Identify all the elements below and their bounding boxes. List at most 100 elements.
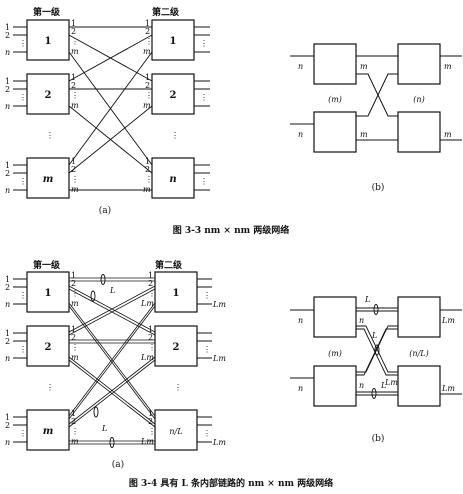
fig34-panel-b: L L L n n n n Lm Lm Lm (m) (n/L) (b) — [290, 295, 462, 444]
fig33a-stage2-title: 第二级 — [152, 6, 180, 18]
svg-text:2: 2 — [145, 27, 150, 36]
svg-text:m: m — [71, 299, 79, 308]
fig33a-stage2-dots: ⋮ — [171, 131, 179, 140]
svg-text:1: 1 — [145, 19, 150, 28]
fig33b-block-top-left — [313, 43, 357, 85]
svg-text:1: 1 — [5, 413, 10, 422]
svg-text:⋮: ⋮ — [19, 177, 27, 186]
svg-text:2: 2 — [148, 279, 153, 288]
fig34-panel-a: 第一级 第二级 1 2 m 1 2 n/L 1 2 ⋮ n 1 2 ⋮ — [5, 259, 226, 470]
svg-text:m: m — [71, 47, 79, 56]
fig34b-block-top-right — [397, 296, 441, 338]
fig33b-right-block-label: (n) — [413, 95, 424, 104]
fig34b-bundle-label-bottom: L — [380, 381, 386, 390]
fig34b-block-bottom-right — [397, 365, 441, 407]
svg-text:m: m — [71, 353, 79, 362]
fig33b-left-block-label: (m) — [328, 95, 342, 104]
svg-text:⋮: ⋮ — [71, 175, 79, 184]
fig33a-stage2-block-n — [151, 157, 195, 199]
fig34b-in-label-bottom: n — [298, 384, 303, 393]
svg-text:⋮: ⋮ — [145, 37, 153, 46]
fig34b-left-block-label: (m) — [328, 349, 342, 358]
svg-text:m: m — [143, 101, 151, 110]
svg-text:1: 1 — [145, 73, 150, 82]
svg-text:⋮: ⋮ — [203, 345, 211, 354]
fig34a-stage1-block-2-label: 2 — [45, 342, 52, 353]
svg-text:⋮: ⋮ — [71, 427, 79, 436]
fig34a-stage2-block-nL — [154, 409, 198, 451]
fig33b-block-top-right — [397, 43, 441, 85]
svg-text:2: 2 — [148, 333, 153, 342]
svg-text:2: 2 — [148, 417, 153, 426]
fig33a-stage1-block-2 — [26, 73, 70, 115]
svg-text:1: 1 — [5, 23, 10, 32]
svg-text:n: n — [5, 438, 10, 447]
svg-text:⋮: ⋮ — [203, 429, 211, 438]
fig34a-stage1-block-m-label: m — [43, 426, 54, 437]
fig34b-in-label-top: n — [298, 316, 303, 325]
svg-text:1: 1 — [145, 157, 150, 166]
fig34a-io-lines — [13, 278, 212, 443]
fig33a-stage2-block-1-label: 1 — [170, 36, 177, 47]
fig33a-stage1-block-1 — [26, 19, 70, 61]
svg-text:⋮: ⋮ — [19, 429, 27, 438]
fig34a-stage1-block-1 — [26, 271, 70, 313]
svg-text:2: 2 — [71, 417, 76, 426]
svg-text:1: 1 — [71, 73, 76, 82]
svg-text:n: n — [5, 186, 10, 195]
svg-text:⋮: ⋮ — [200, 177, 208, 186]
fig34a-stage2-block-2-label: 2 — [173, 342, 180, 353]
fig34b-block-bottom-left — [313, 365, 357, 407]
fig34a-stage1-dots: ⋮ — [46, 383, 54, 392]
svg-text:⋮: ⋮ — [71, 289, 79, 298]
svg-text:2: 2 — [5, 337, 10, 346]
svg-text:1: 1 — [5, 161, 10, 170]
svg-text:Lm: Lm — [140, 353, 154, 362]
fig33b-block-bottom-left — [313, 111, 357, 153]
fig33a-stage2-block-2-label: 2 — [170, 90, 177, 101]
svg-text:2: 2 — [5, 421, 10, 430]
svg-text:n: n — [5, 48, 10, 57]
fig34a-stage2-block-1-label: 1 — [173, 288, 180, 299]
fig34a-bundle-label-top: L — [109, 286, 115, 295]
svg-text:m: m — [71, 437, 79, 446]
svg-text:1: 1 — [71, 19, 76, 28]
svg-text:⋮: ⋮ — [19, 291, 27, 300]
fig34b-lines — [290, 307, 462, 396]
fig33a-stage1-block-1-label: 1 — [45, 36, 52, 47]
svg-text:⋮: ⋮ — [148, 427, 156, 436]
svg-text:2: 2 — [71, 333, 76, 342]
svg-text:1: 1 — [5, 275, 10, 284]
svg-text:2: 2 — [5, 169, 10, 178]
fig34a-stage2-block-nL-label: n/L — [169, 427, 182, 436]
fig34a-bundles — [68, 277, 156, 445]
svg-text:2: 2 — [71, 81, 76, 90]
fig33a-stage2-block-1 — [151, 19, 195, 61]
fig34b-block-top-left — [313, 296, 357, 338]
fig33b-out-label-top: m — [444, 62, 452, 71]
fig34b-mid-lm-label: Lm — [384, 378, 398, 387]
svg-text:1: 1 — [71, 157, 76, 166]
svg-text:2: 2 — [71, 279, 76, 288]
fig34a-stage1-block-m — [26, 409, 70, 451]
fig34a-right-output-labels: ⋮ Lm ⋮ Lm ⋮ Lm — [203, 291, 226, 447]
fig34-caption: 图 3-4 具有 L 条内部链路的 nm × nm 两级网络 — [129, 477, 333, 489]
svg-text:⋮: ⋮ — [19, 39, 27, 48]
svg-text:⋮: ⋮ — [19, 345, 27, 354]
svg-text:m: m — [143, 185, 151, 194]
svg-text:m: m — [71, 101, 79, 110]
svg-text:1: 1 — [148, 271, 153, 280]
fig33a-stage2-block-n-label: n — [169, 174, 176, 185]
svg-text:1: 1 — [5, 77, 10, 86]
svg-text:Lm: Lm — [140, 299, 154, 308]
fig33b-label: (b) — [372, 182, 385, 193]
svg-text:2: 2 — [5, 85, 10, 94]
svg-text:⋮: ⋮ — [71, 37, 79, 46]
svg-text:n: n — [5, 300, 10, 309]
svg-text:⋮: ⋮ — [145, 175, 153, 184]
svg-text:2: 2 — [5, 283, 10, 292]
fig33-panel-a: 第一级 第二级 1 2 m 1 2 n 1 2 ⋮ n — [5, 6, 210, 216]
fig34b-mid-label-top: n — [359, 316, 364, 325]
fig33b-in-label-top: n — [298, 62, 303, 71]
